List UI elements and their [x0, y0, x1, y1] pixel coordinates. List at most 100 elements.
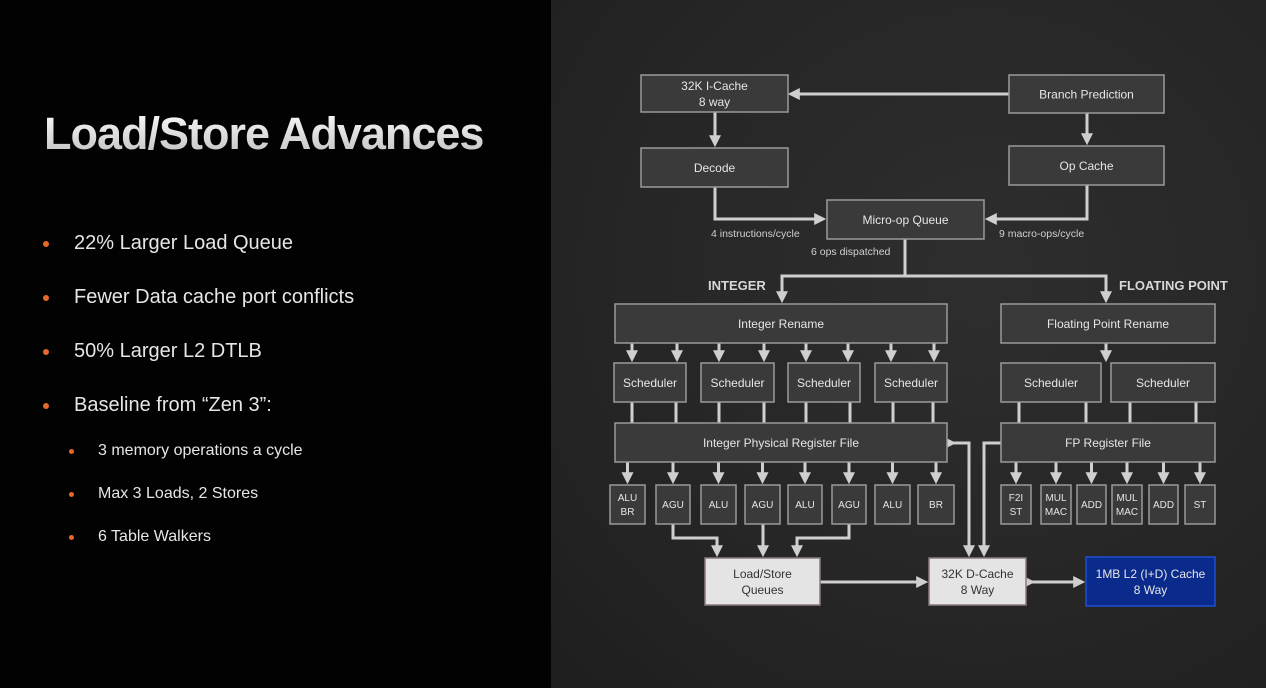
integer-rename-block-label: Integer Rename — [738, 317, 824, 331]
sub-bullet: Max 3 Loads, 2 Stores — [69, 485, 259, 503]
fp-scheduler-block-label: Scheduler — [1024, 376, 1078, 390]
fp-unit-block: ADD — [1148, 484, 1179, 525]
integer-scheduler-block: Scheduler — [613, 362, 687, 403]
integer-unit-block-label: ALU — [618, 493, 637, 504]
bullet-text: 6 Table Walkers — [98, 528, 211, 545]
integer-unit-block: ALU — [700, 484, 737, 525]
op-cache-block: Op Cache — [1008, 145, 1165, 186]
bullet-text: 3 memory operations a cycle — [98, 442, 303, 459]
connectors — [621, 88, 1206, 588]
fp-unit-block-label: ST — [1194, 500, 1207, 511]
fp-unit-block-label: ADD — [1081, 500, 1102, 511]
opcache-rate-label: 9 macro-ops/cycle — [999, 228, 1084, 240]
integer-label: INTEGER — [708, 278, 766, 293]
bullet-dot-icon — [43, 403, 49, 409]
fp-scheduler-block: Scheduler — [1000, 362, 1102, 403]
arrow — [776, 239, 907, 304]
fp-unit-block-label: MAC — [1116, 507, 1138, 518]
fp-rename-block-label: Floating Point Rename — [1047, 317, 1169, 331]
left-panel: Load/Store Advances 22% Larger Load Queu… — [0, 0, 551, 688]
integer-prf-block: Integer Physical Register File — [614, 422, 948, 463]
icache-block-label: 8 way — [699, 95, 730, 109]
dcache-block-label: 32K D-Cache — [941, 567, 1013, 581]
load-store-queues-block-label: Queues — [741, 583, 783, 597]
bullet: 22% Larger Load Queue — [43, 232, 294, 255]
integer-unit-block-label: ALU — [709, 500, 728, 511]
integer-scheduler-block-label: Scheduler — [797, 376, 851, 390]
arrow — [905, 274, 1112, 304]
branch-prediction-block-label: Branch Prediction — [1039, 87, 1134, 101]
bullet-dot-icon — [69, 449, 74, 454]
bullet-dot-icon — [69, 492, 74, 497]
decode-block-label: Decode — [694, 161, 736, 175]
integer-unit-block: AGU — [655, 484, 691, 525]
micro-op-queue-block-label: Micro-op Queue — [862, 213, 948, 227]
arrow — [791, 524, 851, 558]
arrow — [984, 185, 1089, 225]
bullet-text: Max 3 Loads, 2 Stores — [98, 485, 259, 502]
fp-unit-block-label: ADD — [1153, 500, 1174, 511]
fp-unit-block: ST — [1184, 484, 1216, 525]
fp-rf-block-label: FP Register File — [1065, 436, 1151, 450]
fp-unit-block: F2I ST — [1000, 484, 1032, 525]
integer-unit-block-label: BR — [621, 507, 635, 518]
bullet-dot-icon — [43, 349, 49, 355]
integer-unit-block: AGU — [831, 484, 867, 525]
integer-unit-block-label: ALU — [883, 500, 902, 511]
fp-unit-block-label: MUL — [1045, 493, 1067, 504]
bullet: Baseline from “Zen 3”: — [43, 394, 272, 417]
bullet-text: 22% Larger Load Queue — [74, 232, 294, 254]
fp-unit-block-label: MAC — [1045, 507, 1067, 518]
integer-unit-block-label: ALU — [795, 500, 814, 511]
icache-block: 32K I-Cache 8 way — [640, 74, 789, 113]
integer-scheduler-block-label: Scheduler — [710, 376, 764, 390]
integer-unit-block: BR — [917, 484, 955, 525]
arrow — [944, 437, 975, 558]
sub-bullet: 3 memory operations a cycle — [69, 442, 303, 460]
integer-scheduler-block-label: Scheduler — [623, 376, 677, 390]
arrow — [671, 524, 723, 558]
bullet-text: Baseline from “Zen 3”: — [74, 394, 272, 416]
integer-prf-block-label: Integer Physical Register File — [703, 436, 859, 450]
fp-unit-block-label: ST — [1010, 507, 1023, 518]
op-cache-block-label: Op Cache — [1059, 159, 1113, 173]
load-store-queues-block-label: Load/Store — [733, 567, 792, 581]
fp-unit-block-label: F2I — [1009, 493, 1023, 504]
l2-cache-block-label: 1MB L2 (I+D) Cache — [1096, 567, 1206, 581]
bullet-dot-icon — [69, 535, 74, 540]
fp-unit-block: MUL MAC — [1111, 484, 1143, 525]
icache-block-label: 32K I-Cache — [681, 79, 748, 93]
l2-cache-block-label: 8 Way — [1134, 583, 1168, 597]
bullet: 50% Larger L2 DTLB — [43, 340, 262, 363]
integer-unit-block-label: AGU — [662, 500, 684, 511]
integer-scheduler-block-label: Scheduler — [884, 376, 938, 390]
bullet-text: 50% Larger L2 DTLB — [74, 340, 262, 362]
integer-scheduler-block: Scheduler — [874, 362, 948, 403]
arrow — [713, 187, 827, 225]
bullet: Fewer Data cache port conflicts — [43, 286, 355, 309]
integer-unit-block: ALU — [874, 484, 911, 525]
fp-unit-block: ADD — [1076, 484, 1107, 525]
fp-rename-block: Floating Point Rename — [1000, 303, 1216, 344]
integer-unit-block: ALU — [787, 484, 823, 525]
bullet-text: Fewer Data cache port conflicts — [74, 286, 355, 308]
arrow — [978, 437, 1014, 558]
bullet-dot-icon — [43, 295, 49, 301]
slide-title: Load/Store Advances — [44, 108, 484, 159]
integer-unit-block-label: AGU — [752, 500, 774, 511]
fp-scheduler-block: Scheduler — [1110, 362, 1216, 403]
integer-scheduler-block: Scheduler — [787, 362, 861, 403]
fp-unit-block-label: MUL — [1116, 493, 1138, 504]
integer-unit-block: AGU — [744, 484, 781, 525]
decode-rate-label: 4 instructions/cycle — [711, 228, 800, 240]
bullet-dot-icon — [43, 241, 49, 247]
fp-unit-block: MUL MAC — [1040, 484, 1072, 525]
dispatch-label: 6 ops dispatched — [811, 246, 891, 258]
fp-rf-block: FP Register File — [1000, 422, 1216, 463]
fp-scheduler-block-label: Scheduler — [1136, 376, 1190, 390]
fp-label: FLOATING POINT — [1119, 278, 1228, 293]
